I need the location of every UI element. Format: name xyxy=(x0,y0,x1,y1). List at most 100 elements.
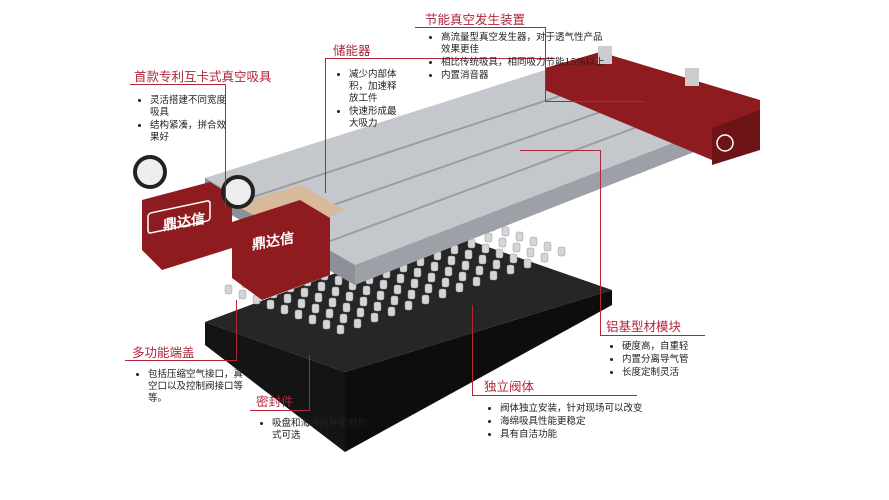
suction-pad xyxy=(266,299,275,310)
suction-pad xyxy=(472,276,481,287)
bullet: 结构紧凑，拼合效果好 xyxy=(150,120,229,144)
callout-accumulator: 储能器 减少内部体积，加速释放工件快速形成最大吸力 xyxy=(333,40,399,131)
bullet: 减少内部体积，加速释放工件 xyxy=(349,69,399,105)
suction-pad xyxy=(455,282,464,293)
suction-pad xyxy=(379,279,388,290)
suction-pad xyxy=(297,298,306,309)
suction-pad xyxy=(308,314,317,325)
aluminum-profile-side xyxy=(355,128,712,285)
suction-pad xyxy=(359,296,368,307)
suction-pad xyxy=(390,295,399,306)
suction-pad xyxy=(501,226,510,237)
callout-title: 节能真空发生装置 xyxy=(425,12,526,27)
suction-pad xyxy=(407,289,416,300)
bullet: 阀体独立安装，针对现场可以改变 xyxy=(500,403,674,415)
suction-pad xyxy=(509,253,518,264)
callout-title: 密封件 xyxy=(256,394,294,409)
vacuum-generator-body xyxy=(545,52,760,160)
suction-pad xyxy=(475,265,484,276)
suction-pad xyxy=(543,241,552,252)
suction-pad xyxy=(317,281,326,292)
suction-pad xyxy=(300,287,309,298)
suction-pad xyxy=(441,277,450,288)
callout-vacuum-generator: 节能真空发生装置 高流量型真空发生器，对于透气性产品效果更佳相比传统吸具，相同吸… xyxy=(425,9,605,83)
suction-pad xyxy=(396,273,405,284)
suction-pad xyxy=(512,242,521,253)
bullet: 硬度高，自重轻 xyxy=(622,341,716,353)
bullet: 包括压缩空气接口，真空口以及控制阀接口等等。 xyxy=(148,369,247,405)
foam-board-front xyxy=(205,322,345,452)
aluminum-profile-top xyxy=(205,70,712,265)
pressure-gauge-icon xyxy=(133,155,167,189)
bullet: 灵活搭建不同宽度吸具 xyxy=(150,95,229,119)
suction-pad xyxy=(529,236,538,247)
suction-pad xyxy=(421,294,430,305)
suction-pad xyxy=(430,261,439,272)
suction-pad xyxy=(224,284,233,295)
suction-pad xyxy=(336,324,345,335)
suction-pad xyxy=(410,278,419,289)
bullet: 内置分离导气管 xyxy=(622,354,716,366)
suction-pad xyxy=(387,306,396,317)
suction-pad xyxy=(314,292,323,303)
callout-profile: 铝基型材模块 硬度高，自重轻内置分离导气管长度定制灵活 xyxy=(606,316,716,380)
suction-pad xyxy=(238,289,247,300)
bullet: 内置消音器 xyxy=(441,70,605,82)
suction-pad xyxy=(515,231,524,242)
suction-pad xyxy=(489,270,498,281)
callout-title: 独立阀体 xyxy=(484,379,535,394)
suction-pad xyxy=(370,312,379,323)
suction-pad xyxy=(540,252,549,263)
suction-pad xyxy=(325,308,334,319)
suction-pad xyxy=(523,258,532,269)
suction-pad xyxy=(484,232,493,243)
suction-pad xyxy=(478,254,487,265)
suction-pad xyxy=(447,255,456,266)
suction-pad xyxy=(438,288,447,299)
callout-clamp: 首款专利互卡式真空吸具 灵活搭建不同宽度吸具结构紧凑，拼合效果好 xyxy=(134,66,272,145)
suction-pad xyxy=(427,272,436,283)
suction-pad xyxy=(506,264,515,275)
callout-title: 多功能端盖 xyxy=(132,345,195,360)
callout-valve: 独立阀体 阀体独立安装，针对现场可以改变海绵吸具性能更稳定具有自洁功能 xyxy=(484,376,674,442)
suction-pad xyxy=(331,286,340,297)
callout-title: 首款专利互卡式真空吸具 xyxy=(134,69,272,84)
suction-pad xyxy=(404,300,413,311)
endcap-left-2 xyxy=(232,200,330,300)
suction-pad xyxy=(322,319,331,330)
suction-pad xyxy=(280,304,289,315)
bullet: 高流量型真空发生器，对于透气性产品效果更佳 xyxy=(441,32,605,56)
suction-pad xyxy=(339,313,348,324)
suction-pad xyxy=(467,238,476,249)
suction-pad xyxy=(356,307,365,318)
suction-pad xyxy=(481,243,490,254)
bullet: 具有自洁功能 xyxy=(500,429,674,441)
suction-pad xyxy=(393,284,402,295)
suction-pad xyxy=(492,259,501,270)
suction-pad xyxy=(424,283,433,294)
callout-title: 储能器 xyxy=(333,43,371,58)
fitting xyxy=(598,46,612,64)
pressure-gauge-icon xyxy=(221,175,255,209)
suction-pad xyxy=(342,302,351,313)
bullet: 相比传统吸具，相同吸力节能15%以上 xyxy=(441,57,605,69)
bullet: 快速形成最大吸力 xyxy=(349,106,399,130)
suction-pad xyxy=(557,246,566,257)
suction-pad xyxy=(376,290,385,301)
suction-pad xyxy=(413,267,422,278)
suction-pad xyxy=(345,291,354,302)
suction-pad xyxy=(311,303,320,314)
bullet: 吸盘和海绵两种密封形式可选 xyxy=(272,418,376,442)
suction-pad xyxy=(461,260,470,271)
suction-pad xyxy=(353,318,362,329)
callout-title: 铝基型材模块 xyxy=(606,319,682,334)
suction-pad xyxy=(283,293,292,304)
fitting xyxy=(685,68,699,86)
suction-pad xyxy=(373,301,382,312)
bullet: 海绵吸具性能更稳定 xyxy=(500,416,674,428)
suction-pad xyxy=(294,309,303,320)
callout-endcap: 多功能端盖 包括压缩空气接口，真空口以及控制阀接口等等。 xyxy=(132,342,247,406)
suction-pad xyxy=(444,266,453,277)
suction-pad xyxy=(362,285,371,296)
